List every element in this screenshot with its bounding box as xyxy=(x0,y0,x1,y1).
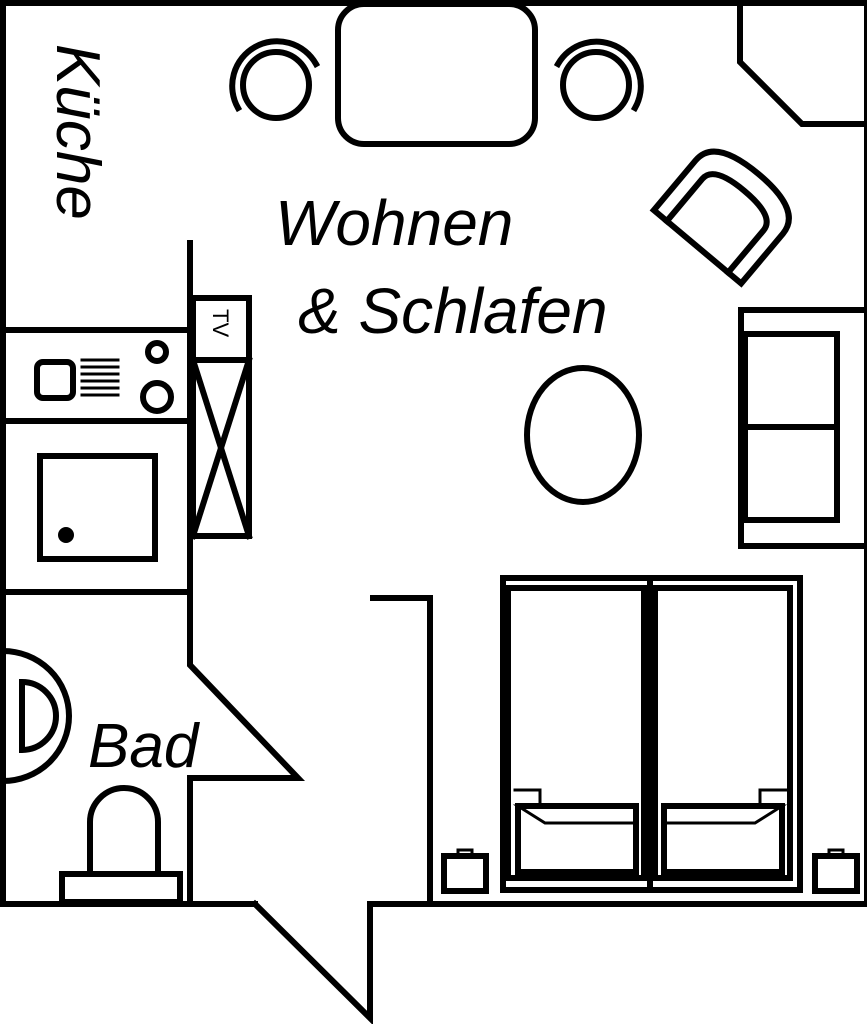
toilet-icon xyxy=(87,785,161,877)
kitchen-label: Küche xyxy=(43,44,112,220)
chair-right-back xyxy=(553,38,644,113)
coffee-table xyxy=(524,365,642,505)
dining-table xyxy=(335,1,538,147)
bed-left-blanket xyxy=(515,803,639,875)
armchair-icon xyxy=(649,148,792,288)
bed-right xyxy=(652,585,793,881)
outer-wall xyxy=(250,595,433,1024)
chair-right-seat xyxy=(560,49,632,121)
stove-burner-small xyxy=(145,340,169,364)
sofa xyxy=(738,307,867,549)
bath-wedge-wall xyxy=(187,240,306,907)
chair-left-seat xyxy=(240,49,312,121)
bed-right-blanket xyxy=(661,803,785,875)
bed-left xyxy=(505,585,647,881)
bed-left-fold xyxy=(512,788,638,825)
wardrobe xyxy=(190,357,252,539)
living-label-line1: Wohnen xyxy=(275,187,513,259)
bath-label: Bad xyxy=(88,712,201,781)
toilet-tank xyxy=(59,871,183,905)
corner-cabinet xyxy=(737,0,867,127)
tv-label: TV xyxy=(208,309,233,337)
stove-vents-icon xyxy=(80,358,120,397)
bed-right-fold xyxy=(662,788,790,825)
stove-burner-large xyxy=(140,380,174,414)
sink-drain xyxy=(58,527,74,543)
wardrobe-cross-b xyxy=(189,356,253,540)
shower-icon xyxy=(0,647,72,785)
nightstand-left-top xyxy=(456,848,474,858)
nightstand-left xyxy=(441,853,489,894)
oven-icon xyxy=(34,359,76,401)
nightstand-right-top xyxy=(827,848,845,858)
living-label-line2: & Schlafen xyxy=(298,275,608,347)
nightstand-right xyxy=(812,853,860,894)
shower-drain xyxy=(19,678,59,754)
sink-icon xyxy=(37,453,158,562)
chair-left-back xyxy=(229,38,321,113)
